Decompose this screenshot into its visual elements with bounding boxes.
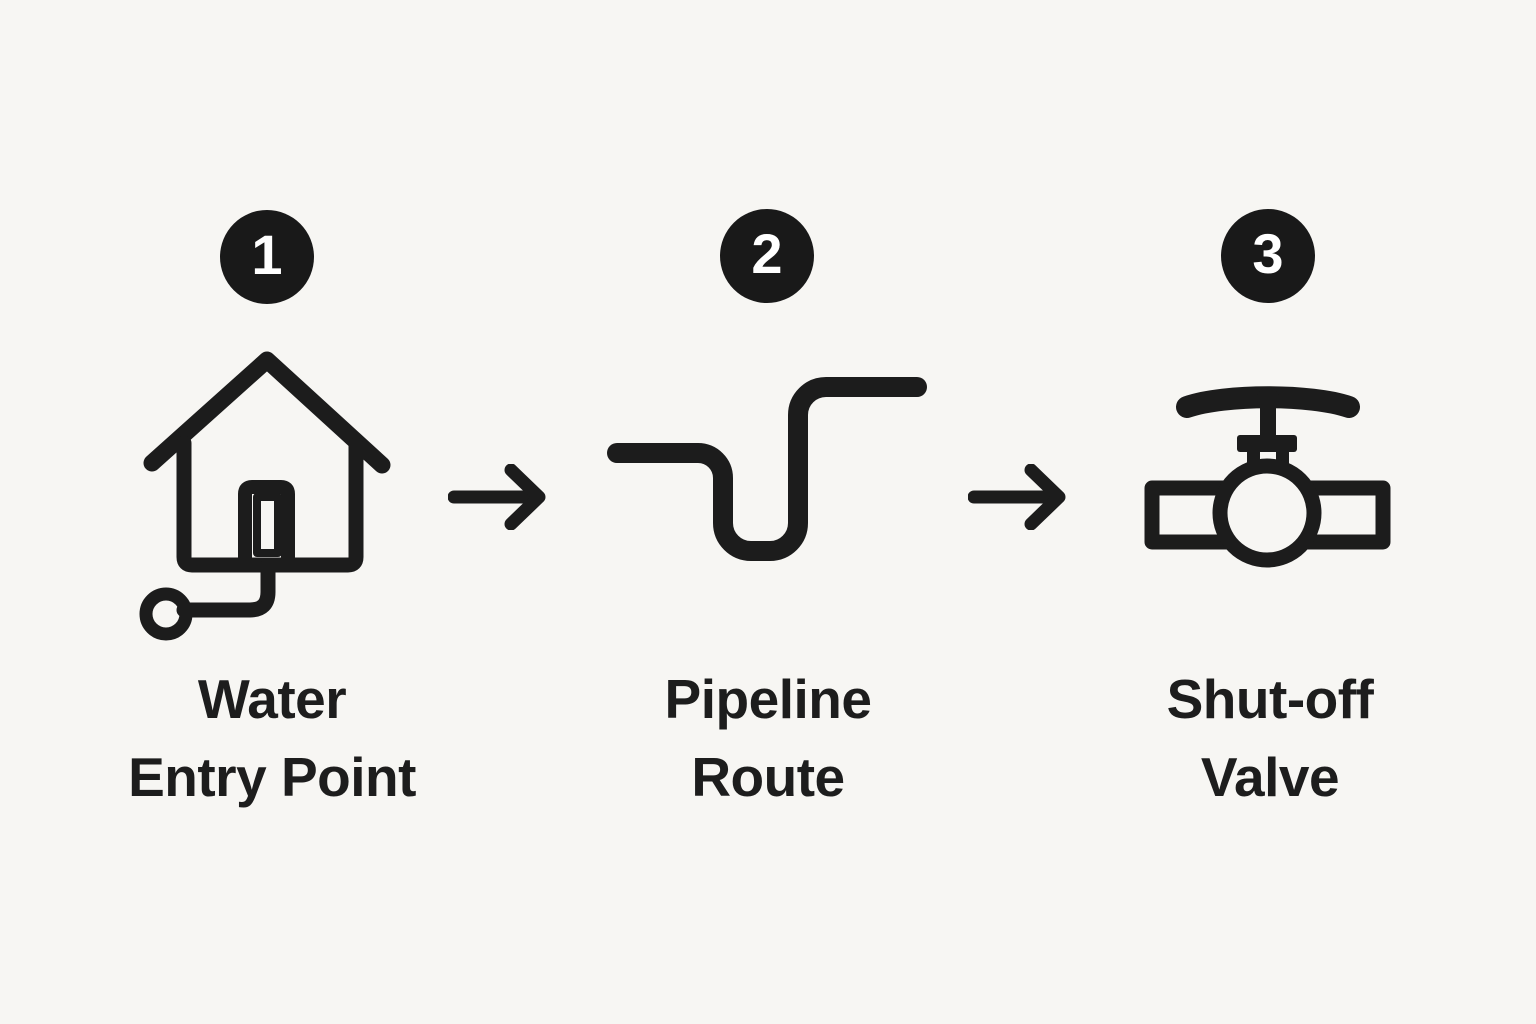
- step-2-label: Pipeline Route: [548, 660, 988, 816]
- house-water-entry-icon: [139, 351, 391, 641]
- step-2-label-line1: Pipeline: [664, 668, 872, 730]
- shutoff-valve-icon: [1144, 386, 1391, 568]
- step-1-label-line2: Entry Point: [128, 746, 416, 808]
- step-3-number-badge: 3: [1221, 209, 1315, 303]
- step-3-label: Shut-off Valve: [1050, 660, 1490, 816]
- step-2-number-badge: 2: [720, 209, 814, 303]
- step-1-label-line1: Water: [197, 668, 347, 730]
- right-arrow-icon: [448, 464, 546, 530]
- right-arrow-icon: [968, 464, 1066, 530]
- step-1-number-badge: 1: [220, 210, 314, 304]
- step-3-label-line1: Shut-off: [1166, 668, 1374, 730]
- step-2-label-line2: Route: [691, 746, 845, 808]
- step-3-label-line2: Valve: [1200, 746, 1340, 808]
- step-1-label: Water Entry Point: [52, 660, 492, 816]
- step-1-number: 1: [251, 223, 283, 286]
- pipeline-route-icon: [607, 377, 927, 561]
- step-2-number: 2: [751, 222, 783, 285]
- step-3-number: 3: [1252, 222, 1284, 285]
